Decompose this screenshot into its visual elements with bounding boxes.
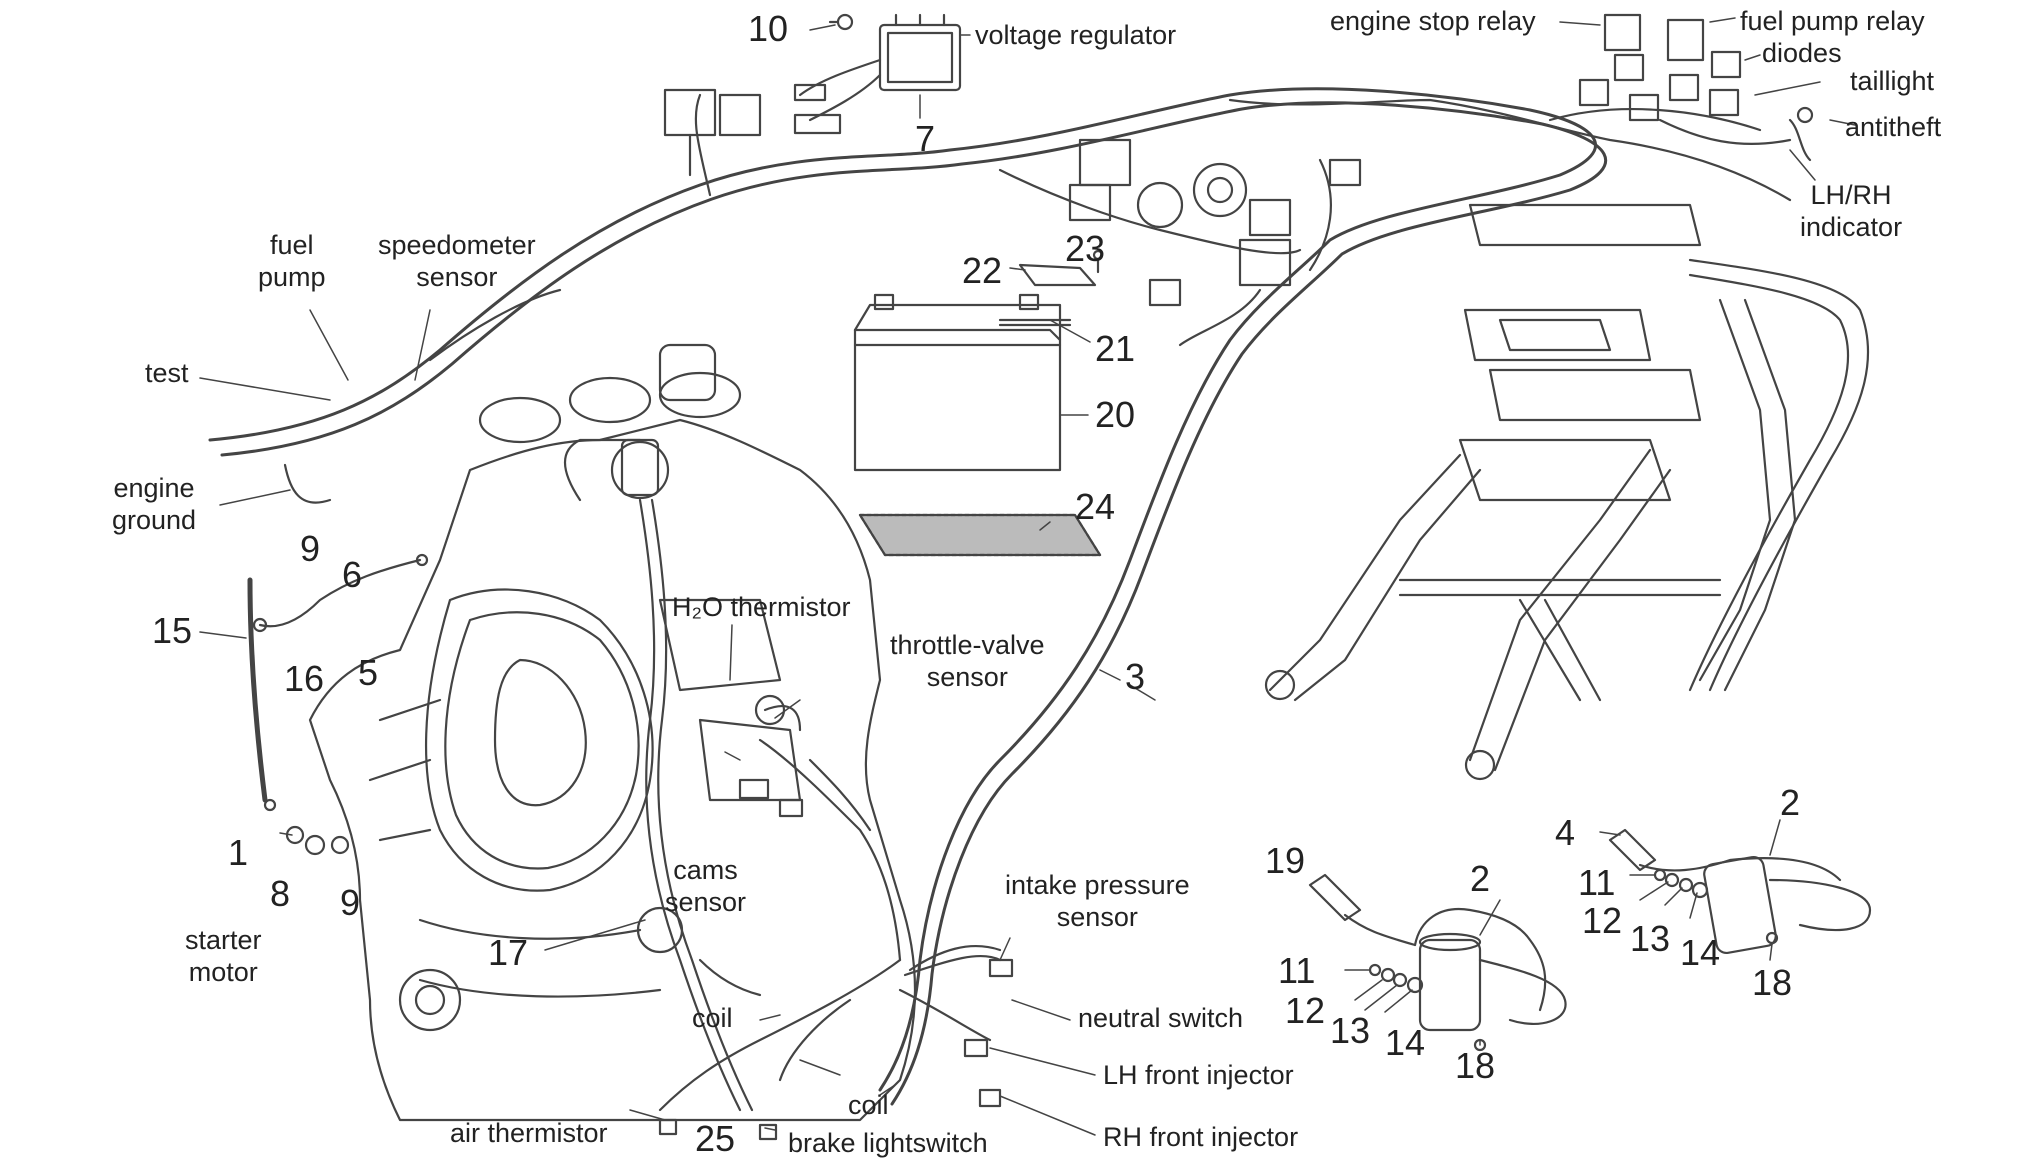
label-diodes: diodes (1762, 38, 1842, 68)
callout-13-right: 13 (1630, 918, 1671, 959)
callout-8: 8 (270, 873, 291, 914)
label-lh-front-injector: LH front injector (1103, 1060, 1294, 1090)
label-engine-ground: engine ground (112, 473, 197, 535)
callout-23: 23 (1065, 228, 1106, 269)
label-voltage-regulator: voltage regulator (975, 20, 1177, 50)
label-throttle-valve-sensor: throttle-valve sensor (890, 630, 1045, 692)
label-speedometer-sensor: speedometer sensor (378, 230, 536, 292)
callout-11-left: 11 (1278, 950, 1316, 991)
callout-21: 21 (1095, 328, 1136, 369)
battery-part (853, 293, 1062, 472)
callout-18-left: 18 (1455, 1045, 1496, 1086)
leader-lines (199, 17, 1856, 1136)
upper-electrical-components (1068, 138, 1362, 347)
callout-24: 24 (1075, 486, 1116, 527)
label-coil-lower: coil (848, 1090, 889, 1120)
label-intake-pressure-sensor: intake pressure sensor (1005, 870, 1190, 932)
callout-9-lower: 9 (340, 882, 361, 923)
callout-3: 3 (1125, 656, 1146, 697)
callout-14-left: 14 (1385, 1022, 1426, 1063)
callout-6: 6 (342, 554, 363, 595)
callout-25: 25 (695, 1118, 736, 1159)
callout-5: 5 (358, 652, 379, 693)
engine-block (308, 343, 917, 1122)
label-neutral-switch: neutral switch (1078, 1003, 1244, 1033)
callout-14-right: 14 (1680, 932, 1721, 973)
connector-block (663, 88, 762, 177)
callout-2-right: 2 (1780, 782, 1801, 823)
callout-11-right: 11 (1578, 862, 1616, 903)
label-lh-rh-indicator: LH/RH indicator (1800, 180, 1903, 242)
label-test: test (145, 358, 189, 388)
relay-cluster (1578, 13, 1814, 162)
ignition-coil-left (1308, 873, 1567, 1052)
ignition-coil-right (1608, 828, 1872, 955)
callout-12-left: 12 (1285, 990, 1326, 1031)
label-coil-upper: coil (692, 1003, 733, 1033)
main-wiring-harness (208, 87, 1792, 1106)
callout-15: 15 (152, 610, 193, 651)
callout-12-right: 12 (1582, 900, 1623, 941)
rear-subframe (1264, 203, 1870, 781)
label-fuel-pump: fuel pump (258, 230, 326, 292)
callout-13-left: 13 (1330, 1010, 1371, 1051)
callout-10: 10 (748, 8, 789, 49)
callout-20: 20 (1095, 394, 1136, 435)
callout-9-upper: 9 (300, 528, 321, 569)
label-brake-lightswitch: brake lightswitch (788, 1128, 988, 1158)
voltage-regulator-part (793, 13, 962, 135)
starter-motor-cable (247, 463, 429, 856)
label-h2o-thermistor: H₂O thermistor (672, 592, 851, 622)
label-engine-stop-relay: engine stop relay (1330, 6, 1536, 36)
label-antitheft: antitheft (1845, 112, 1942, 142)
callout-18-right: 18 (1752, 962, 1793, 1003)
label-air-thermistor: air thermistor (450, 1118, 608, 1148)
label-fuel-pump-relay: fuel pump relay (1740, 6, 1925, 36)
callout-4: 4 (1555, 812, 1576, 853)
callout-19: 19 (1265, 840, 1306, 881)
battery-pad-part (858, 513, 1102, 557)
callout-2-left: 2 (1470, 858, 1491, 899)
label-rh-front-injector: RH front injector (1103, 1122, 1299, 1152)
label-taillight: taillight (1850, 66, 1935, 96)
callout-16: 16 (284, 658, 325, 699)
callout-22: 22 (962, 250, 1003, 291)
engine-wiring (564, 438, 1014, 1141)
callout-1: 1 (228, 832, 249, 873)
callout-17: 17 (488, 932, 529, 973)
callout-7: 7 (915, 118, 936, 159)
label-cams-sensor: cams sensor (665, 855, 747, 917)
label-starter-motor: starter motor (185, 925, 262, 987)
